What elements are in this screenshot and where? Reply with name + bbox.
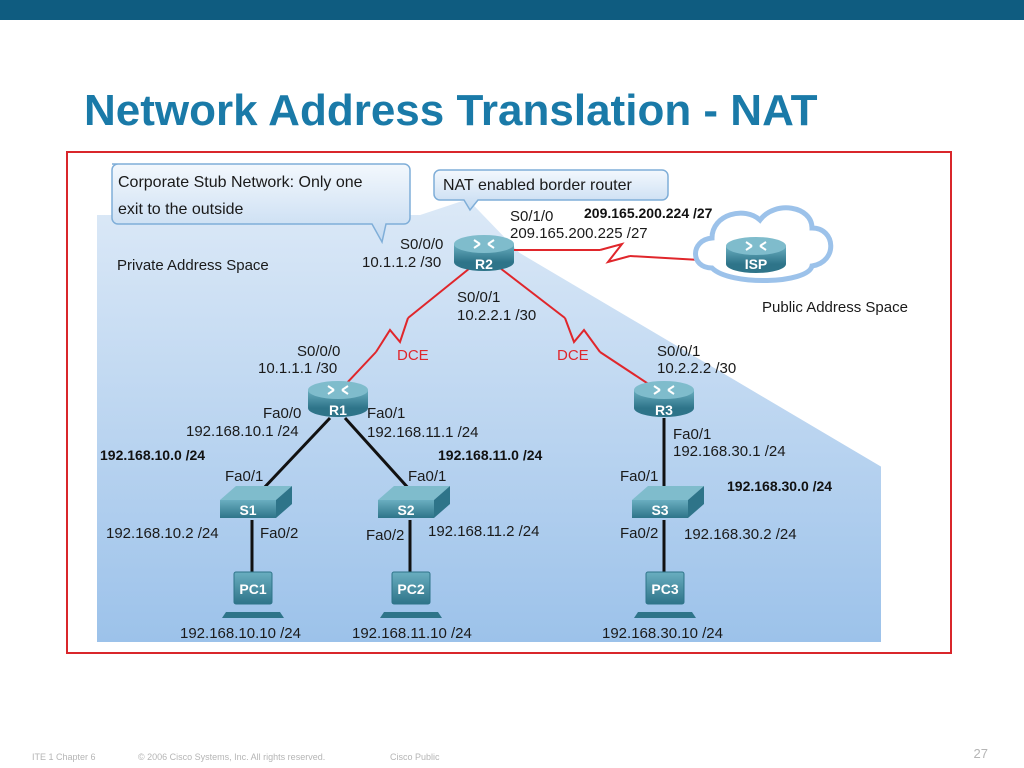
r1-fa00-label: Fa0/0 xyxy=(263,405,301,422)
pc2-ip-label: 192.168.11.10 /24 xyxy=(352,625,472,642)
page-number: 27 xyxy=(973,746,988,761)
r2-s010-ip-label: 209.165.200.225 /27 xyxy=(510,225,648,242)
r2-s010-label: S0/1/0 xyxy=(510,208,553,225)
link-r2-r3 xyxy=(499,267,566,319)
link-r2-r3-end xyxy=(599,351,651,386)
diagram-frame xyxy=(66,151,952,654)
s3-ip-label: 192.168.30.2 /24 xyxy=(684,526,797,543)
device-label-r2: R2 xyxy=(475,256,493,272)
pc-pc3[interactable] xyxy=(634,571,696,618)
r1-fa00-ip-label: 192.168.10.1 /24 xyxy=(186,423,299,440)
link-r2-r3-zigzag xyxy=(564,317,601,353)
device-label-r1: R1 xyxy=(329,402,347,418)
device-label-s1: S1 xyxy=(239,502,256,518)
s2-fa02-label: Fa0/2 xyxy=(366,527,404,544)
slide-title: Network Address Translation - NAT xyxy=(84,86,818,135)
stub-callout-line2: exit to the outside xyxy=(118,201,244,218)
isp-network-label: 209.165.200.224 /27 xyxy=(584,205,713,221)
r1-s000-ip-label: 10.1.1.1 /30 xyxy=(258,360,337,377)
r1-fa01-label: Fa0/1 xyxy=(367,405,405,422)
footer-classification: Cisco Public xyxy=(390,752,440,762)
dce-left-label: DCE xyxy=(397,347,429,364)
router-r2[interactable] xyxy=(454,235,514,271)
device-label-isp: ISP xyxy=(745,256,768,272)
switch-s2[interactable] xyxy=(378,486,450,518)
nat-router-callout xyxy=(433,169,669,212)
pc-pc2[interactable] xyxy=(380,571,442,618)
public-area-label: Public Address Space xyxy=(762,299,908,316)
device-label-pc2: PC2 xyxy=(397,581,424,597)
net11-label: 192.168.11.0 /24 xyxy=(438,447,543,463)
private-address-area xyxy=(95,196,883,644)
router-r1[interactable] xyxy=(308,381,368,417)
stub-network-callout xyxy=(111,163,411,245)
pc1-ip-label: 192.168.10.10 /24 xyxy=(180,625,301,642)
footer-course: ITE 1 Chapter 6 xyxy=(32,752,96,762)
dce-right-label: DCE xyxy=(557,347,589,364)
r1-fa01-ip-label: 192.168.11.1 /24 xyxy=(367,424,479,441)
stub-callout-line1: Corporate Stub Network: Only one xyxy=(118,174,363,191)
router-r3[interactable] xyxy=(634,381,694,417)
s3-fa01-label: Fa0/1 xyxy=(620,468,658,485)
link-r2-isp-end xyxy=(629,255,701,261)
link-r1-s1 xyxy=(260,416,332,492)
r2-s001-ip-label: 10.2.2.1 /30 xyxy=(457,307,536,324)
r2-s000-label: S0/0/0 xyxy=(400,236,443,253)
pc3-ip-label: 192.168.30.10 /24 xyxy=(602,625,723,642)
r3-fa01-label: Fa0/1 xyxy=(673,426,711,443)
link-r2-isp-zigzag xyxy=(599,242,631,264)
s1-fa02-label: Fa0/2 xyxy=(260,525,298,542)
s1-ip-label: 192.168.10.2 /24 xyxy=(106,525,219,542)
s2-ip-label: 192.168.11.2 /24 xyxy=(428,523,540,540)
r3-fa01-ip-label: 192.168.30.1 /24 xyxy=(673,443,786,460)
pc-pc1[interactable] xyxy=(222,571,284,618)
link-r1-s2 xyxy=(343,416,412,492)
link-r2-r1-zigzag xyxy=(375,317,409,353)
r3-s001-label: S0/0/1 xyxy=(657,343,700,360)
r2-s001-label: S0/0/1 xyxy=(457,289,500,306)
device-label-pc3: PC3 xyxy=(651,581,678,597)
r3-s001-ip-label: 10.2.2.2 /30 xyxy=(657,360,736,377)
link-r2-r1-end xyxy=(344,351,377,386)
router-isp[interactable] xyxy=(726,237,786,273)
net30-label: 192.168.30.0 /24 xyxy=(727,478,832,494)
r2-s000-ip-label: 10.1.1.2 /30 xyxy=(362,254,441,271)
s2-fa01-label: Fa0/1 xyxy=(408,468,446,485)
s3-fa02-label: Fa0/2 xyxy=(620,525,658,542)
switch-s1[interactable] xyxy=(220,486,292,518)
s1-fa01-label: Fa0/1 xyxy=(225,468,263,485)
r1-s000-label: S0/0/0 xyxy=(297,343,340,360)
top-bar xyxy=(0,0,1024,20)
device-label-r3: R3 xyxy=(655,402,673,418)
device-label-pc1: PC1 xyxy=(239,581,266,597)
switch-s3[interactable] xyxy=(632,486,704,518)
nat-callout-text: NAT enabled border router xyxy=(443,177,633,194)
link-r2-r1 xyxy=(407,267,471,319)
device-label-s3: S3 xyxy=(651,502,668,518)
device-label-s2: S2 xyxy=(397,502,414,518)
net10-label: 192.168.10.0 /24 xyxy=(100,447,205,463)
footer-copyright: © 2006 Cisco Systems, Inc. All rights re… xyxy=(138,752,326,762)
private-area-label: Private Address Space xyxy=(117,257,269,274)
